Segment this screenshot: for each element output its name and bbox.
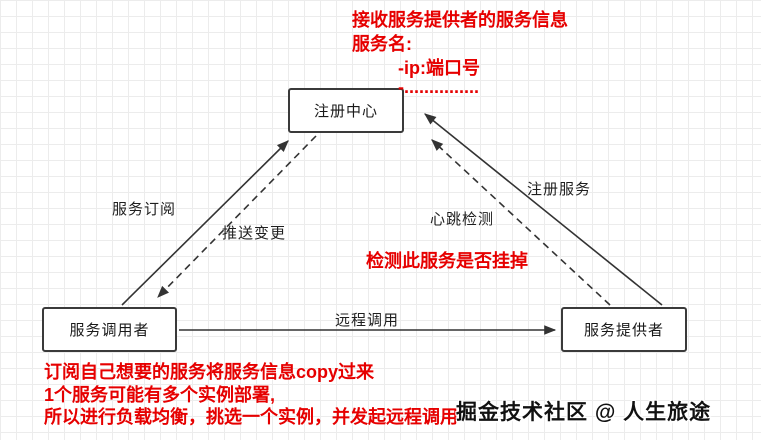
node-consumer-label: 服务调用者 xyxy=(69,322,150,339)
edge-label-subscribe: 服务订阅 xyxy=(112,201,177,218)
annotation-service-name: 服务名: xyxy=(352,34,412,54)
annotation-multi-instance: 1个服务可能有多个实例部署, xyxy=(44,385,276,405)
watermark-text: 掘金技术社区 @ 人生旅途 xyxy=(456,401,712,424)
annotation-ellipsis: -............... xyxy=(398,77,480,97)
node-registry-label: 注册中心 xyxy=(313,103,378,120)
node-provider-label: 服务提供者 xyxy=(583,322,664,339)
edge-label-heartbeat: 心跳检测 xyxy=(430,211,495,228)
annotation-detect-service-down: 检测此服务是否挂掉 xyxy=(366,251,528,271)
annotation-ip-port: -ip:端口号 xyxy=(398,58,480,78)
annotation-load-balance: 所以进行负载均衡，挑选一个实例，并发起远程调用 xyxy=(44,407,458,427)
annotation-subscribe-copy: 订阅自己想要的服务将服务信息copy过来 xyxy=(44,362,375,382)
annotation-receive-service-info: 接收服务提供者的服务信息 xyxy=(352,10,568,30)
node-registry: 注册中心 xyxy=(288,88,404,133)
edge-label-remote-call: 远程调用 xyxy=(335,312,400,329)
edge-label-register-service: 注册服务 xyxy=(527,181,592,198)
edge-push-line xyxy=(157,135,317,298)
edge-label-push-changes: 推送变更 xyxy=(222,225,287,242)
node-service-provider: 服务提供者 xyxy=(561,307,687,352)
node-service-consumer: 服务调用者 xyxy=(42,307,177,352)
